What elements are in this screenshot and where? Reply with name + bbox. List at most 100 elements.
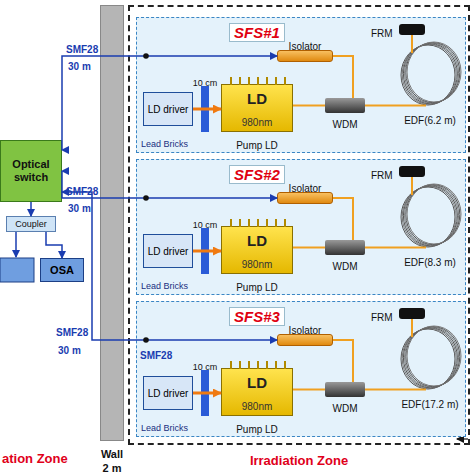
connector [193, 392, 221, 395]
pin [275, 219, 277, 227]
edf-label: EDF(17.2 m) [401, 399, 458, 410]
fiber-coil [399, 326, 461, 392]
switch-label: Optical switch [1, 158, 61, 184]
connector [411, 35, 413, 53]
frm-label-slot: FRM [371, 165, 393, 183]
pin [239, 77, 241, 85]
fiber-label: SMF28 [66, 186, 98, 197]
pin [230, 361, 232, 369]
laser-pins [221, 77, 293, 85]
detector-box [0, 258, 34, 282]
pump-label: Pump LD [236, 282, 278, 293]
frm-label: FRM [371, 170, 393, 181]
connector [293, 105, 325, 107]
coupler-wire [15, 232, 17, 257]
pin [248, 77, 250, 85]
sfs-panel: SFS#3IsolatorFRMEDF(17.2 m)WDMLD driver1… [136, 301, 466, 437]
dimension-label-slot: 10 cm [193, 72, 218, 90]
connector [62, 171, 277, 198]
pin [275, 77, 277, 85]
coupler-label: Coupler [15, 219, 47, 229]
ld-label: LD [247, 374, 267, 391]
ld-driver: LD driver [143, 92, 193, 126]
frm-label-slot: FRM [371, 307, 393, 325]
ld-label-slot: LD [247, 90, 267, 108]
faraday-mirror: FRM [399, 166, 425, 177]
connector [411, 177, 413, 195]
pin [275, 361, 277, 369]
pointer-arrow [457, 438, 468, 439]
pin [284, 77, 286, 85]
pump-label-slot: Pump LD [236, 419, 278, 437]
fiber-label: SMF28 [66, 44, 98, 55]
wall-label: Wall [101, 448, 123, 460]
connector [62, 192, 277, 340]
pin [239, 361, 241, 369]
edf-label-slot: EDF(8.3 m) [404, 252, 456, 270]
pin [266, 77, 268, 85]
wdm-label: WDM [333, 403, 358, 414]
frm-label-slot: FRM [371, 23, 393, 41]
isolator-label: Isolator [289, 183, 322, 194]
isolator: Isolator [277, 50, 333, 62]
pin [257, 219, 259, 227]
sfs-panel: SFS#2IsolatorFRMEDF(8.3 m)WDMLD driver10… [136, 159, 466, 295]
coupler-box: Coupler [6, 216, 56, 232]
fiber-length: 30 m [58, 345, 81, 356]
lead-label-slot: Lead Bricks [141, 417, 188, 435]
wall-band: Wall2 m [100, 5, 124, 441]
lead-bricks: 10 cmLead Bricks [201, 370, 209, 416]
wdm-coupler: WDM [325, 382, 365, 397]
zone-label-slot: ation Zone [2, 449, 68, 467]
wavelength-label: 980nm [242, 117, 273, 128]
coil-loop [407, 326, 461, 386]
pin [230, 77, 232, 85]
lead-label: Lead Bricks [141, 423, 188, 433]
isolator-label: Isolator [289, 325, 322, 336]
connector [62, 56, 277, 150]
edf-label-slot: EDF(6.2 m) [404, 110, 456, 128]
laser-pins [221, 361, 293, 369]
pin [284, 219, 286, 227]
isolator-label: Isolator [289, 41, 322, 52]
lead-label-slot: Lead Bricks [141, 275, 188, 293]
ld-label-slot: LD [247, 232, 267, 250]
connector [411, 319, 413, 337]
splice-dot [143, 195, 149, 201]
fiber-label: SMF28 [56, 327, 88, 338]
pin [248, 219, 250, 227]
osa-box: OSA [40, 258, 84, 282]
zone-label-slot: Irradiation Zone [250, 451, 348, 469]
connector [293, 247, 325, 249]
pump-laser: LD980nmPump LD [221, 226, 293, 274]
fiber-length-slot: 30 m [68, 56, 91, 74]
dimension-label-slot: 2 m [103, 458, 122, 474]
ld-label: LD [247, 90, 267, 107]
faraday-mirror: FRM [399, 24, 425, 35]
coil-loop [407, 184, 461, 244]
lead-label-slot: Lead Bricks [141, 133, 188, 151]
fiber-label-slot: SMF28 [56, 322, 88, 340]
panel-title: SFS#3 [229, 307, 285, 326]
connector [193, 250, 221, 253]
pin [266, 361, 268, 369]
connector [46, 232, 62, 258]
optical-switch: Optical switch [0, 140, 62, 202]
edf-coil: EDF(6.2 m) [399, 42, 461, 108]
ld-label-slot: LD [247, 374, 267, 392]
wavelength-label-slot: 980nm [242, 112, 273, 130]
wdm-coupler: WDM [325, 98, 365, 113]
fiber-length-slot: 30 m [58, 340, 81, 358]
fiber-coil [399, 42, 461, 108]
pin [284, 361, 286, 369]
panel-title: SFS#1 [229, 23, 285, 42]
lead-bricks: 10 cmLead Bricks [201, 86, 209, 132]
pin [248, 361, 250, 369]
wdm-label-slot: WDM [333, 398, 358, 416]
wall-label-slot: Wall [101, 444, 123, 462]
connector [293, 389, 325, 391]
edf-coil: EDF(17.2 m) [399, 326, 461, 392]
edf-coil: EDF(8.3 m) [399, 184, 461, 250]
lead-bricks: 10 cmLead Bricks [201, 228, 209, 274]
